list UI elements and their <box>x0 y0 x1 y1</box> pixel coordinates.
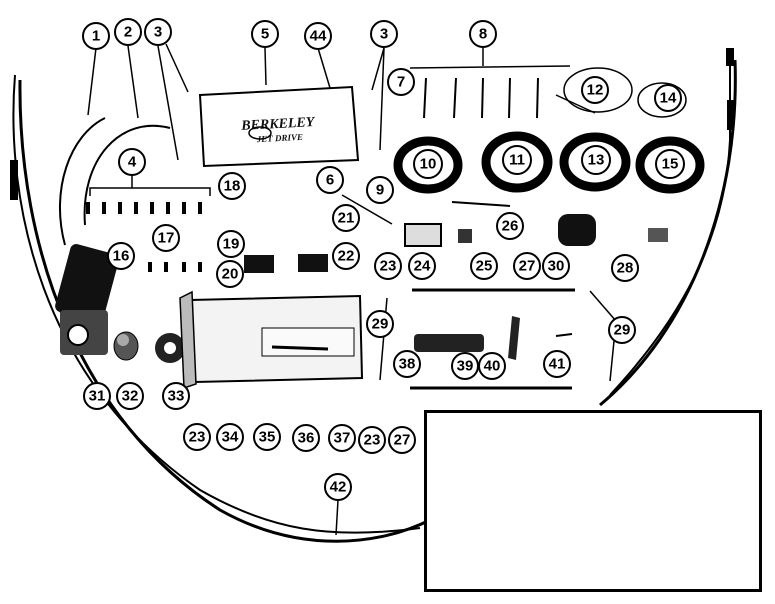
svg-text:3: 3 <box>380 26 388 43</box>
blank-inset-panel <box>424 410 762 592</box>
svg-text:16: 16 <box>113 248 130 265</box>
callout-labels: 1 2 3 5 44 3 8 7 12 14 4 18 6 9 10 11 13… <box>89 24 679 496</box>
svg-text:29: 29 <box>614 322 631 339</box>
svg-text:30: 30 <box>548 258 565 275</box>
wire-1 <box>58 117 106 246</box>
logo-line2: JET DRIVE <box>255 132 303 144</box>
svg-text:6: 6 <box>326 172 334 189</box>
svg-text:37: 37 <box>334 430 351 447</box>
wire-coils <box>393 131 705 194</box>
wire-2 <box>83 124 171 226</box>
part-39 <box>414 334 484 352</box>
svg-text:24: 24 <box>414 258 431 275</box>
svg-text:2: 2 <box>124 24 132 41</box>
svg-text:39: 39 <box>457 358 474 375</box>
svg-text:31: 31 <box>89 388 106 405</box>
svg-text:44: 44 <box>310 28 327 45</box>
svg-text:18: 18 <box>224 178 241 195</box>
svg-text:36: 36 <box>298 430 315 447</box>
svg-text:34: 34 <box>222 429 239 446</box>
svg-text:17: 17 <box>158 230 175 247</box>
svg-text:13: 13 <box>588 152 605 169</box>
knob <box>113 331 139 361</box>
logo-plate: BERKELEY JET DRIVE <box>198 85 360 168</box>
svg-text:23: 23 <box>189 429 206 446</box>
svg-text:10: 10 <box>420 156 437 173</box>
svg-text:23: 23 <box>380 258 397 275</box>
svg-text:20: 20 <box>222 266 239 283</box>
clip-20a <box>244 255 274 273</box>
svg-text:14: 14 <box>660 90 677 107</box>
svg-text:27: 27 <box>519 258 536 275</box>
bulb-30 <box>558 214 596 246</box>
svg-text:41: 41 <box>549 356 566 373</box>
svg-text:23: 23 <box>364 432 381 449</box>
svg-text:1: 1 <box>92 28 100 45</box>
hull-outline <box>18 79 431 543</box>
logo-line1: BERKELEY <box>240 115 316 134</box>
svg-text:27: 27 <box>394 432 411 449</box>
svg-text:28: 28 <box>617 260 634 277</box>
svg-text:3: 3 <box>154 24 162 41</box>
svg-text:19: 19 <box>223 236 240 253</box>
svg-text:38: 38 <box>399 356 416 373</box>
svg-text:35: 35 <box>259 429 276 446</box>
svg-text:32: 32 <box>122 388 139 405</box>
part-40 <box>508 316 520 360</box>
svg-text:12: 12 <box>587 82 604 99</box>
svg-text:5: 5 <box>261 26 269 43</box>
svg-text:25: 25 <box>476 258 493 275</box>
svg-text:15: 15 <box>662 156 679 173</box>
svg-text:7: 7 <box>397 74 405 91</box>
svg-text:26: 26 <box>502 218 519 235</box>
svg-text:11: 11 <box>509 152 525 169</box>
callout-group <box>82 18 685 501</box>
switch-24 <box>404 223 442 247</box>
screws-row <box>86 202 202 214</box>
pump-assembly <box>55 244 119 355</box>
svg-text:33: 33 <box>168 388 185 405</box>
svg-text:21: 21 <box>338 210 355 227</box>
svg-text:29: 29 <box>372 316 389 333</box>
svg-text:42: 42 <box>330 479 347 496</box>
connector-28 <box>648 228 668 242</box>
svg-text:40: 40 <box>484 358 501 375</box>
svg-text:4: 4 <box>128 154 137 171</box>
svg-text:9: 9 <box>376 182 384 199</box>
right-cable <box>609 55 731 396</box>
clip-20b <box>298 254 328 272</box>
svg-text:8: 8 <box>479 26 487 43</box>
svg-text:22: 22 <box>338 248 355 265</box>
throttle-cable <box>12 74 421 534</box>
